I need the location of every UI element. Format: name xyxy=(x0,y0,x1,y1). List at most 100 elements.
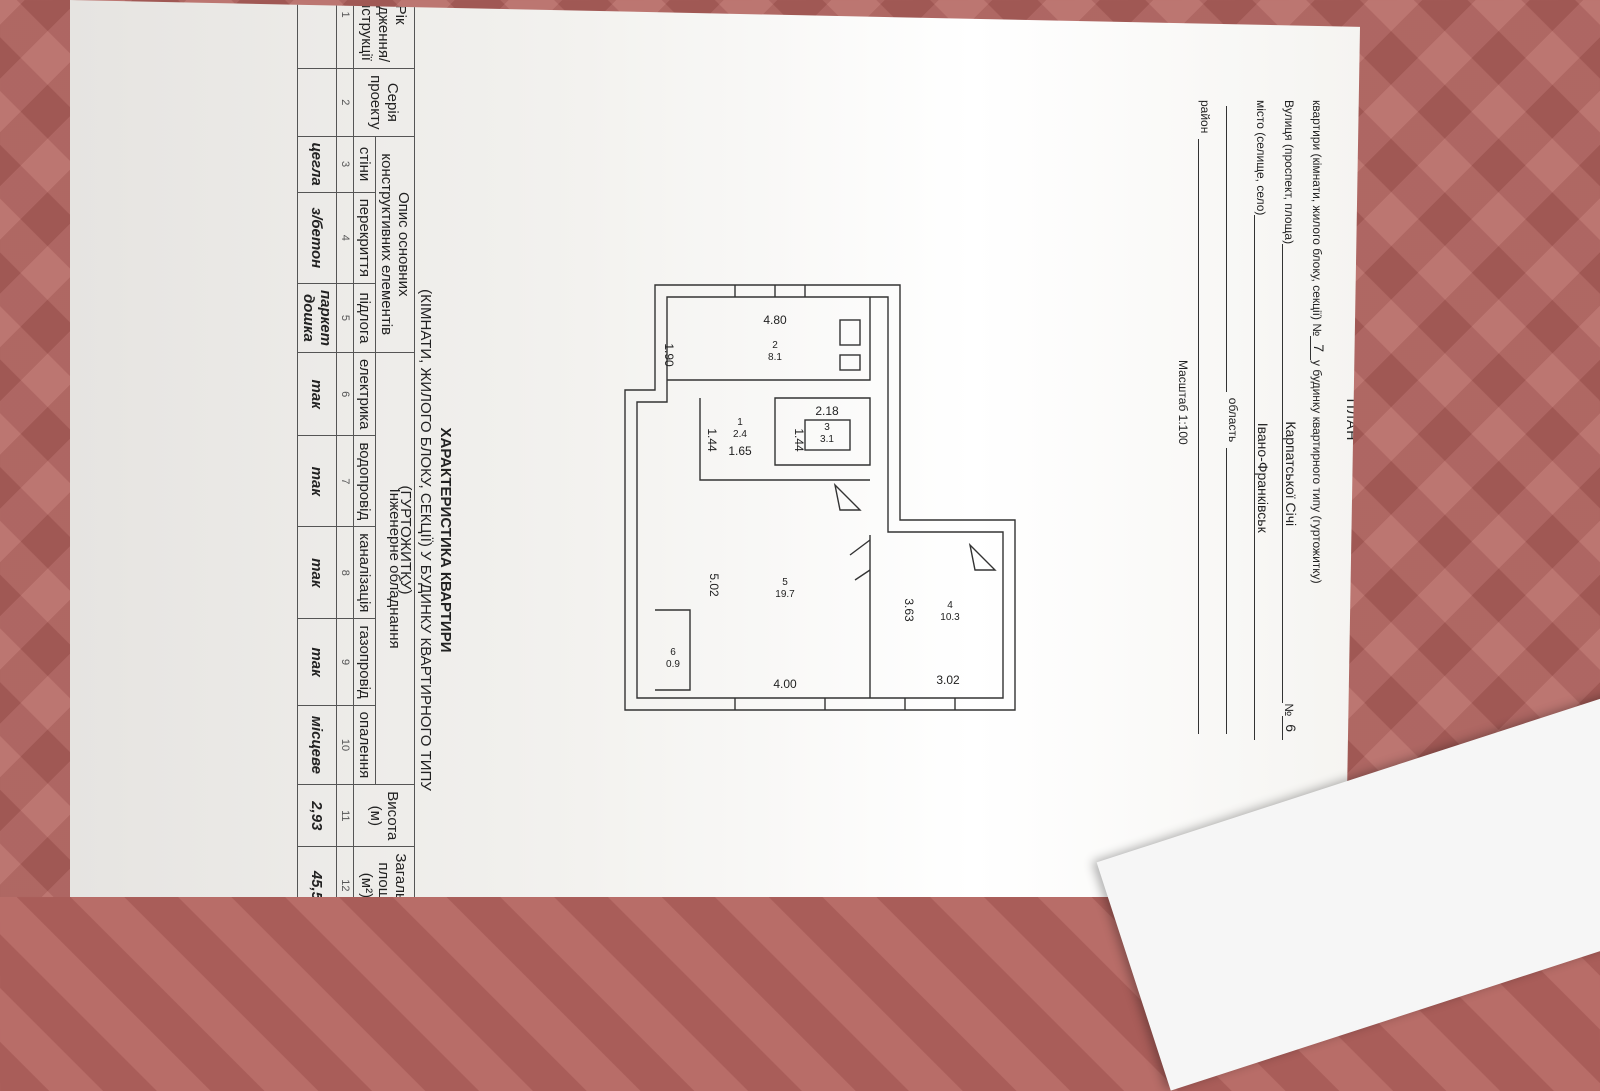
column-number-row: 1 2 3 4 5 6 7 8 9 10 11 12 13 xyxy=(336,0,354,978)
partition-room2 xyxy=(667,297,871,381)
table-value-row: цегла з/бетон паркет дошка так так так т… xyxy=(297,0,337,978)
value-year xyxy=(297,0,337,69)
header-water: водопровід xyxy=(353,435,376,527)
apartment-label: квартири (кімнати, жилого блоку, секції)… xyxy=(1310,100,1324,337)
value-series xyxy=(297,68,337,137)
col-number: 12 xyxy=(336,846,354,897)
value-gas: так xyxy=(297,618,337,706)
header-engineering: Інженерне обладнання xyxy=(375,352,415,785)
stair-mark-1 xyxy=(833,482,862,511)
dim-label: 4.80 xyxy=(763,313,787,327)
city-value: Івано-Франківськ xyxy=(1254,215,1271,740)
dim-label: 5.02 xyxy=(707,573,721,597)
characteristics-table: Рік спорудження/ реконструкції Серія про… xyxy=(297,0,415,978)
room-number: 6 xyxy=(670,647,676,658)
col-number: 6 xyxy=(336,352,354,436)
dim-label: 1.44 xyxy=(705,428,719,452)
col-number: 3 xyxy=(336,136,354,193)
dim-label: 1.90 xyxy=(662,343,676,367)
room-number: 5 xyxy=(782,577,788,588)
col-number: 13 xyxy=(337,924,354,978)
col-number: 5 xyxy=(336,283,354,353)
house-number: 6 xyxy=(1282,716,1299,740)
partition-hall xyxy=(699,398,870,481)
plan-scale: Масштаб 1:100 xyxy=(1176,360,1190,445)
dim-label: 3.02 xyxy=(936,673,960,687)
value-volume: 133 xyxy=(298,924,337,978)
dim-label: 1.44 xyxy=(792,428,806,452)
header-floors: перекриття xyxy=(353,192,376,284)
col-number: 1 xyxy=(336,0,354,69)
header-series: Серія проекту xyxy=(353,68,415,137)
inner-wall-line xyxy=(636,296,1004,699)
header-sewer: каналізація xyxy=(353,526,376,619)
header-line-city: місто (селище, село) Івано-Франківськ xyxy=(1254,100,1282,740)
stair-mark-2 xyxy=(968,542,997,571)
col-number: 10 xyxy=(336,705,354,785)
room-area: 8.1 xyxy=(768,352,782,363)
window-top xyxy=(734,285,806,297)
value-sewer: так xyxy=(297,526,337,619)
plan-header: ПЛАН квартири (кімнати, жилого блоку, се… xyxy=(1176,100,1360,740)
floor-plan: 4.80 1.90 2.18 1.44 1.44 1.65 5.02 4.00 … xyxy=(624,284,1016,711)
room-area: 19.7 xyxy=(775,589,795,600)
street-value: Карпатської Січі xyxy=(1282,244,1299,704)
dim-label: 1.65 xyxy=(728,444,752,458)
region-label: область xyxy=(1226,397,1240,443)
table-header-row: Рік спорудження/ реконструкції Серія про… xyxy=(353,0,415,897)
apartment-suffix: у будинку квартирного типу (гуртожитку) xyxy=(1310,360,1324,584)
col-number: 2 xyxy=(336,68,354,137)
value-heating: місцеве xyxy=(297,705,337,785)
header-walls: стіни xyxy=(353,136,376,193)
street-label: Вулиця (проспект, площа) xyxy=(1282,100,1296,245)
value-flooring: паркет дошка xyxy=(297,283,337,353)
col-number: 11 xyxy=(336,784,354,847)
col-number: 7 xyxy=(336,435,354,527)
header-area: Загальна площа (м²) xyxy=(353,846,415,897)
header-line-apartment: квартири (кімнати, жилого блоку, секції)… xyxy=(1310,100,1338,740)
partition-bath xyxy=(774,397,871,466)
header-line-region: область xyxy=(1226,100,1254,740)
door-swing-1 xyxy=(849,539,871,581)
dim-label: 4.00 xyxy=(773,677,797,691)
room-number: 4 xyxy=(947,600,953,611)
value-height: 2,93 xyxy=(297,784,337,847)
table-title-main: ХАРАКТЕРИСТИКА КВАРТИРИ xyxy=(437,427,454,653)
header-structural: Опис основних конструктивних елементів xyxy=(375,136,415,353)
bath-fixture xyxy=(804,419,851,451)
value-water: так xyxy=(297,435,337,527)
header-line-district: район xyxy=(1198,100,1226,740)
apartment-number: 7 xyxy=(1310,336,1327,361)
dim-label: 2.18 xyxy=(815,404,839,418)
value-area: 45,5 xyxy=(297,846,337,897)
value-floors: з/бетон xyxy=(297,192,337,284)
value-electric: так xyxy=(297,352,337,436)
sink-fixture xyxy=(839,354,861,371)
document-sheet: ПЛАН квартири (кімнати, жилого блоку, се… xyxy=(70,0,1360,897)
header-height: Висота (м) xyxy=(353,784,415,847)
room-area: 3.1 xyxy=(820,434,834,445)
room-number: 2 xyxy=(772,340,778,351)
city-label: місто (селище, село) xyxy=(1254,100,1268,216)
col-number: 9 xyxy=(336,618,354,706)
balcony xyxy=(655,609,691,691)
window-bottom xyxy=(734,698,956,710)
col-number: 4 xyxy=(336,192,354,284)
room-area: 10.3 xyxy=(940,612,960,623)
room-area: 2.4 xyxy=(733,429,747,440)
header-line-street: Вулиця (проспект, площа) Карпатської Січ… xyxy=(1282,100,1310,740)
room-area: 0.9 xyxy=(666,659,680,670)
header-electric: електрика xyxy=(353,352,376,436)
header-heating: опалення xyxy=(353,705,376,785)
kitchen-fixture xyxy=(839,319,861,346)
room-number: 3 xyxy=(824,422,830,433)
header-flooring: підлога xyxy=(353,283,376,353)
header-volume: Об'єм (м³) xyxy=(354,924,415,978)
outer-wall xyxy=(624,284,1016,711)
district-label: район xyxy=(1198,100,1212,134)
value-walls: цегла xyxy=(297,136,337,193)
room-number: 1 xyxy=(737,417,743,428)
col-number: 8 xyxy=(336,526,354,619)
house-label: № xyxy=(1282,703,1296,717)
header-year: Рік спорудження/ реконструкції xyxy=(353,0,415,69)
